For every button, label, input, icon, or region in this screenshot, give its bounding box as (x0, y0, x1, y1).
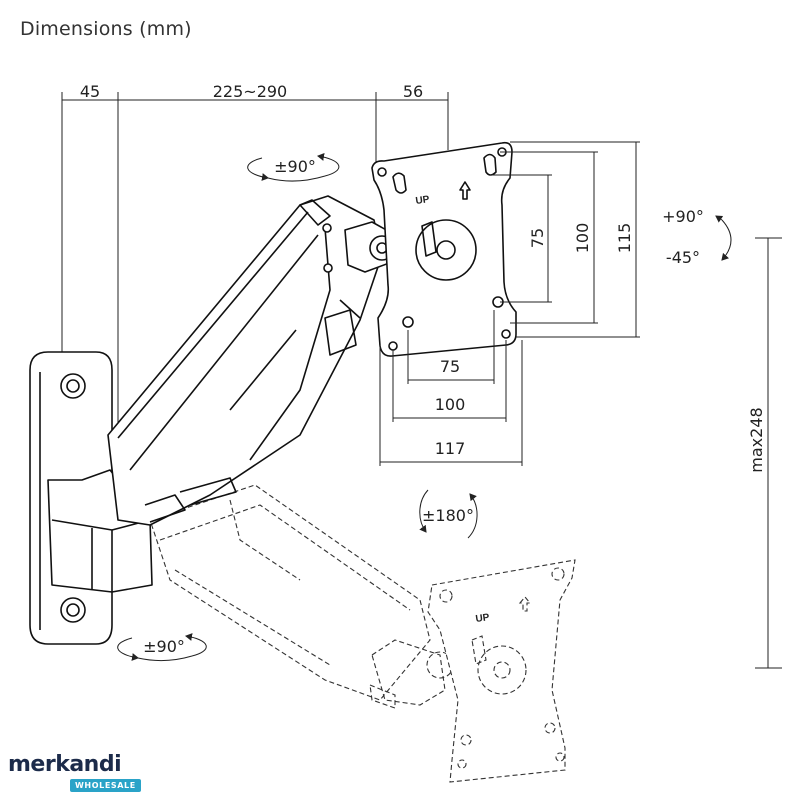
plate-width-inner-label: 75 (440, 357, 460, 376)
brand-name: merkandi (8, 752, 122, 777)
arm-reach-label: 225~290 (213, 82, 287, 101)
brand-logo: merkandi WHOLESALE (8, 752, 141, 794)
tilt-up-label: +90° (662, 207, 704, 226)
plate-width-mid-label: 100 (435, 395, 466, 414)
plate-height-mid-label: 100 (573, 223, 592, 254)
top-swivel-arrow-icon (247, 152, 340, 182)
tilt-arrow-icon (715, 215, 732, 261)
gas-spring-arm (107, 195, 383, 526)
top-dimension-line (61, 92, 449, 430)
height-range-dimension (755, 237, 782, 669)
tilt-down-label: -45° (666, 248, 700, 267)
plate-width-outer-label: 117 (435, 439, 466, 458)
lowered-arm-outline (149, 484, 454, 709)
plate-height-inner-label: 75 (528, 228, 547, 248)
vesa-up-label-lowered: UP (475, 612, 491, 625)
plate-depth-label: 56 (403, 82, 423, 101)
wall-swivel-label: ±90° (143, 637, 185, 656)
lowered-plate-outline (427, 559, 576, 783)
wall-depth-label: 45 (80, 82, 100, 101)
brand-tagline: WHOLESALE (70, 779, 141, 792)
plate-height-dimensions (490, 141, 640, 338)
page-title: Dimensions (mm) (20, 18, 192, 40)
plate-height-outer-label: 115 (615, 223, 634, 254)
wall-swivel-arrow-icon (117, 633, 207, 662)
height-range-label: max248 (747, 407, 766, 472)
top-swivel-label: ±90° (274, 157, 316, 176)
rotation-label: ±180° (422, 506, 474, 525)
rotation-arrow-icon (419, 489, 478, 539)
plate-width-dimensions (379, 310, 523, 466)
vesa-up-label: UP (415, 194, 431, 207)
vesa-plate (371, 141, 517, 357)
